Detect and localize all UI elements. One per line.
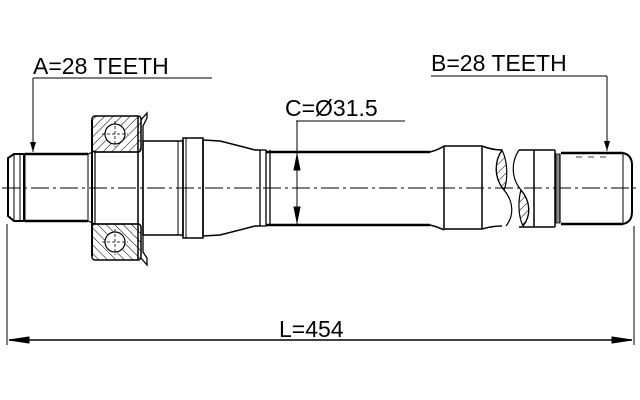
- bearing: [91, 111, 148, 267]
- leader-c: [293, 120, 405, 225]
- label-length: L=454: [279, 316, 344, 342]
- left-spline-end: [7, 150, 96, 225]
- shaft-taper: [202, 139, 260, 237]
- groove-rings: [259, 149, 271, 227]
- label-c-diameter: C=Ø31.5: [285, 95, 378, 121]
- shaft-body: [266, 145, 445, 231]
- label-b-teeth: B=28 TEETH: [431, 50, 567, 76]
- shaft-break: [495, 148, 530, 228]
- label-a-teeth: A=28 TEETH: [33, 53, 169, 79]
- leader-b: [431, 75, 610, 151]
- right-spline-end: [519, 149, 633, 228]
- length-dimension: [6, 224, 635, 345]
- leader-a: [30, 77, 212, 152]
- shaft-raised-section: [443, 145, 503, 230]
